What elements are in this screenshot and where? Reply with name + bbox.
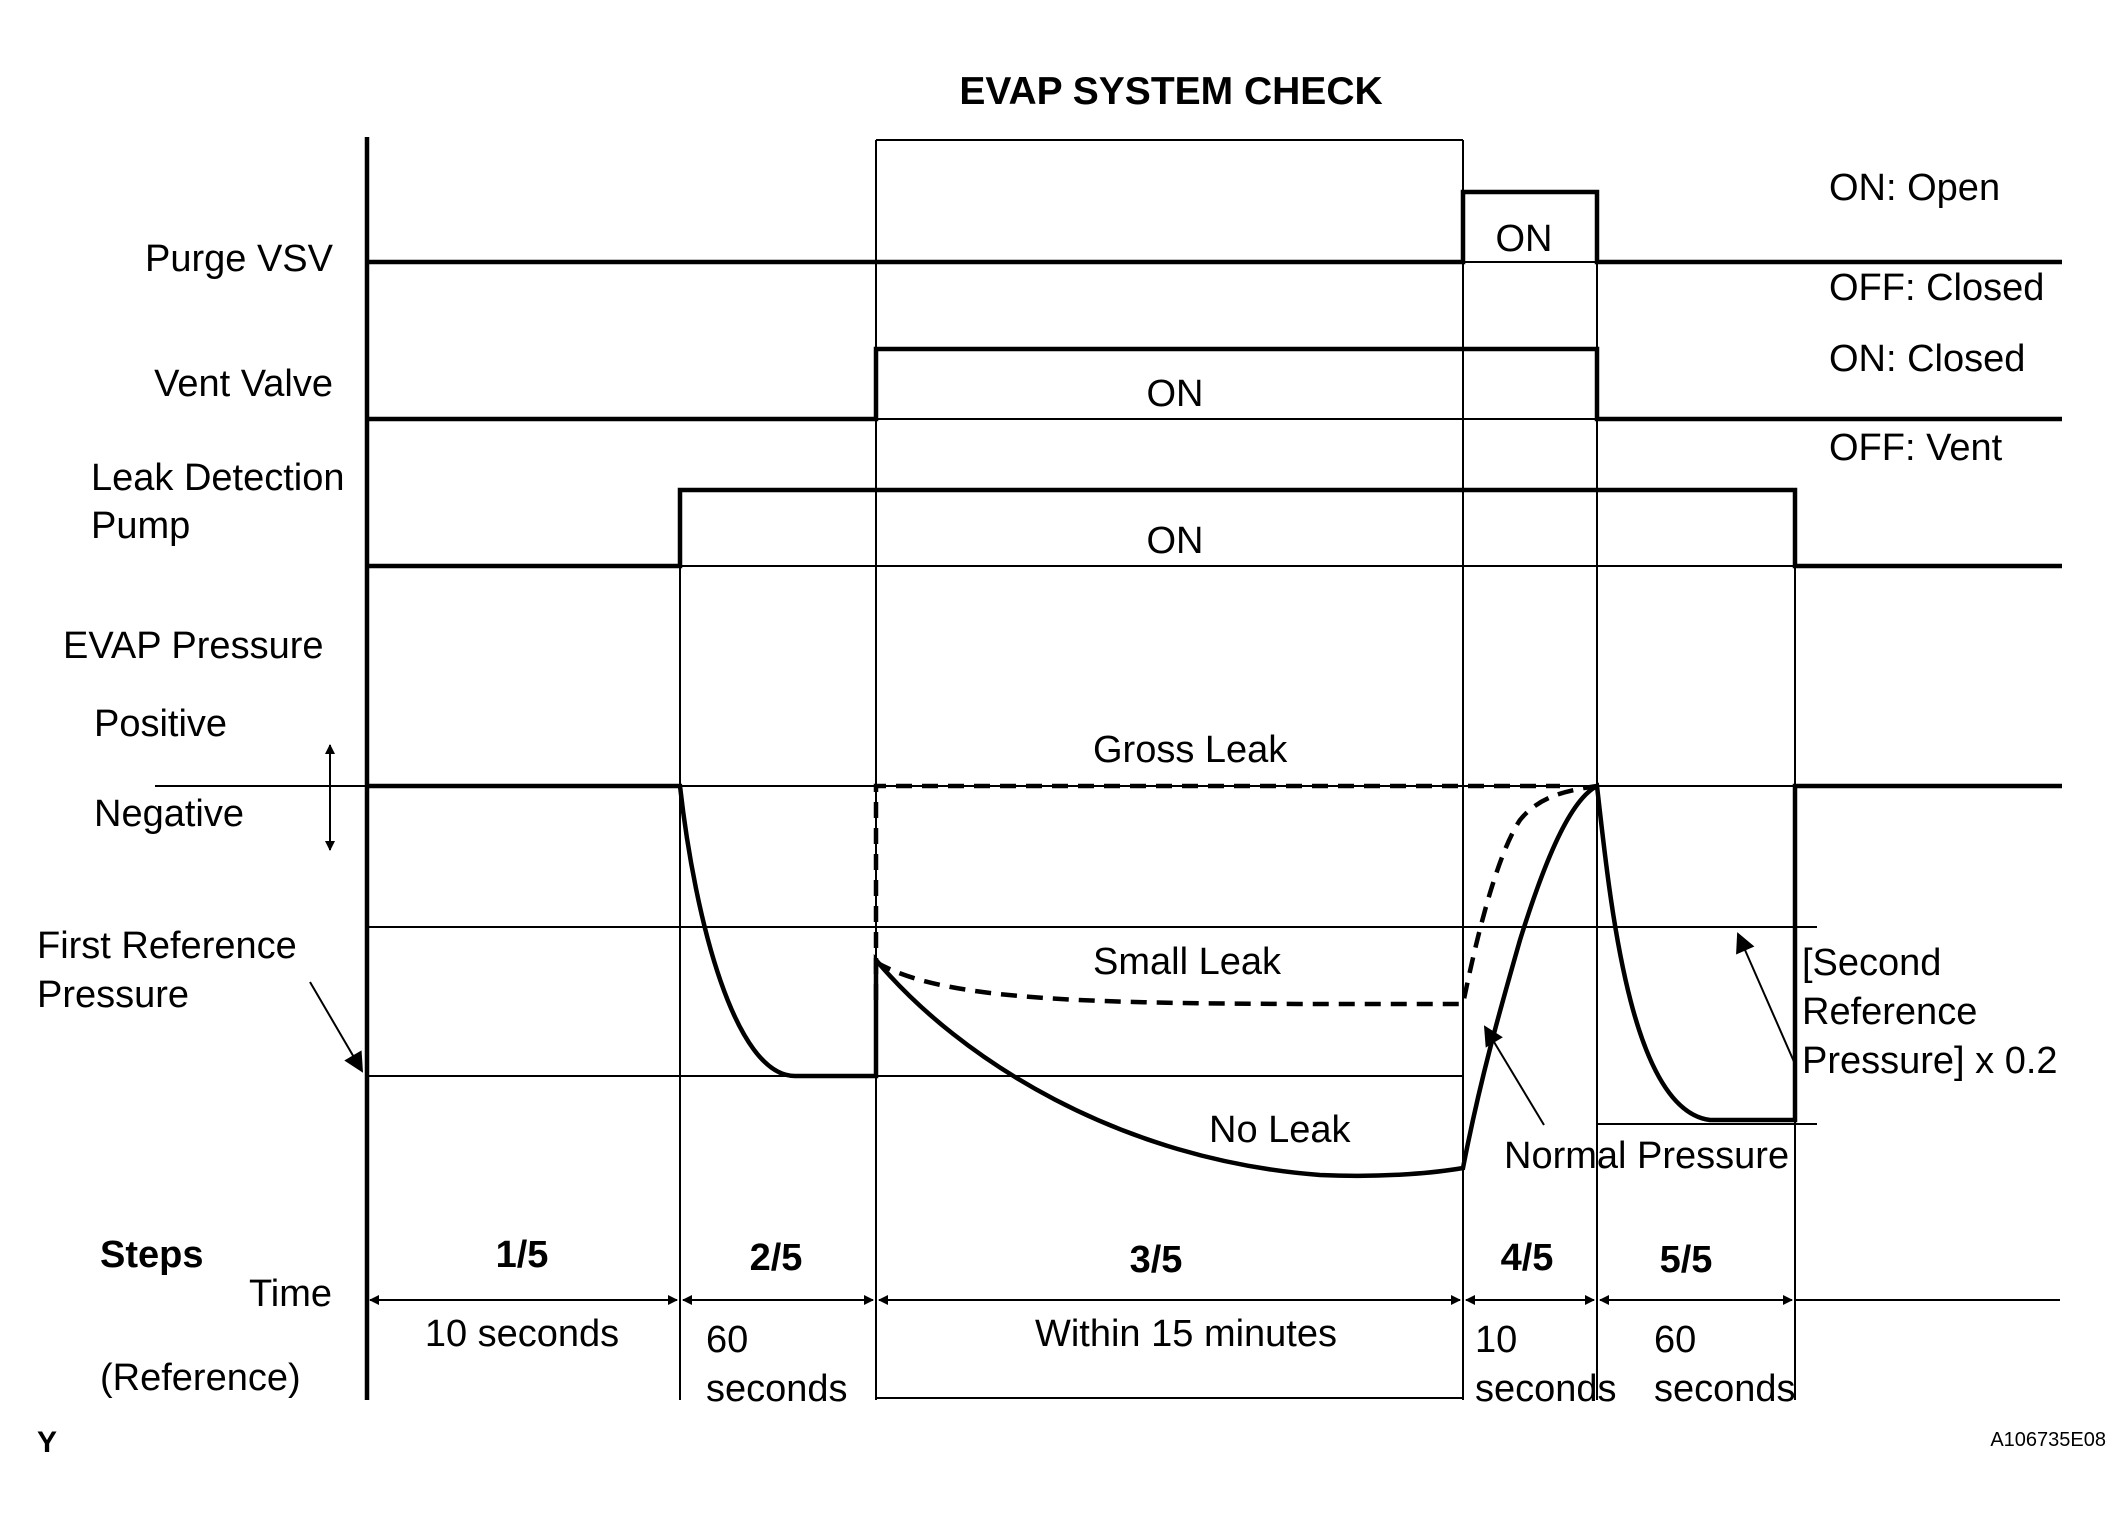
second-reference-label-line1: [Second <box>1802 942 1941 984</box>
leak-detection-pump-signal <box>367 487 2062 569</box>
purge-vsv-signal <box>367 189 2062 265</box>
gross-leak-label: Gross Leak <box>1093 729 1288 771</box>
second-reference-label-line3: Pressure] x 0.2 <box>1802 1040 2058 1082</box>
small-leak-trace <box>874 783 1598 1007</box>
second-reference-arrow <box>1736 932 1796 1065</box>
step-time: seconds <box>706 1368 848 1410</box>
leak-detection-pump-label-line2: Pump <box>91 505 190 547</box>
evap-pressure-label: EVAP Pressure <box>63 625 324 667</box>
positive-label: Positive <box>94 703 227 745</box>
corner-mark: Y <box>37 1426 57 1459</box>
normal-pressure-label: Normal Pressure <box>1504 1135 1789 1177</box>
no-leak-label: No Leak <box>1209 1109 1352 1151</box>
step-number: 5/5 <box>1660 1239 1713 1281</box>
first-reference-label-line2: Pressure <box>37 974 189 1016</box>
first-reference-arrow <box>309 981 364 1073</box>
purge-vsv-state-off: OFF: Closed <box>1829 267 2044 309</box>
reference-label: (Reference) <box>100 1357 301 1399</box>
first-reference-label-line1: First Reference <box>37 925 297 967</box>
time-label: Time <box>249 1273 332 1315</box>
step-time: seconds <box>1654 1368 1796 1410</box>
vent-valve-signal <box>367 346 2062 422</box>
steps-label: Steps <box>100 1234 203 1276</box>
second-reference-label-line2: Reference <box>1802 991 1977 1033</box>
vent-valve-state-off: OFF: Vent <box>1829 427 2003 469</box>
purge-vsv-on-text: ON <box>1496 218 1553 260</box>
gross-leak-trace <box>873 783 1560 1000</box>
vent-valve-on-text: ON <box>1147 373 1204 415</box>
normal-pressure-arrow <box>1483 1025 1545 1126</box>
purge-vsv-label: Purge VSV <box>145 238 334 280</box>
step-number: 4/5 <box>1501 1237 1554 1279</box>
negative-label: Negative <box>94 793 244 835</box>
step-time: seconds <box>1475 1368 1617 1410</box>
diagram-title: EVAP SYSTEM CHECK <box>959 70 1382 113</box>
step-number: 2/5 <box>750 1237 803 1279</box>
step-time: 60 <box>1654 1319 1696 1361</box>
leak-detection-pump-on-text: ON <box>1147 520 1204 562</box>
step-number: 3/5 <box>1130 1239 1183 1281</box>
step-time: 10 <box>1475 1319 1517 1361</box>
figure-code: A106735E08 <box>1990 1429 2106 1451</box>
evap-pressure-trace <box>367 782 2062 1179</box>
step-time: Within 15 minutes <box>1035 1313 1337 1355</box>
step-time: 10 seconds <box>425 1313 619 1355</box>
small-leak-label: Small Leak <box>1093 941 1282 983</box>
purge-vsv-state-on: ON: Open <box>1829 167 2000 209</box>
leak-detection-pump-label-line1: Leak Detection <box>91 457 345 499</box>
vent-valve-state-on: ON: Closed <box>1829 338 2025 380</box>
step-time: 60 <box>706 1319 748 1361</box>
vent-valve-label: Vent Valve <box>154 363 333 405</box>
step-number: 1/5 <box>496 1234 549 1276</box>
